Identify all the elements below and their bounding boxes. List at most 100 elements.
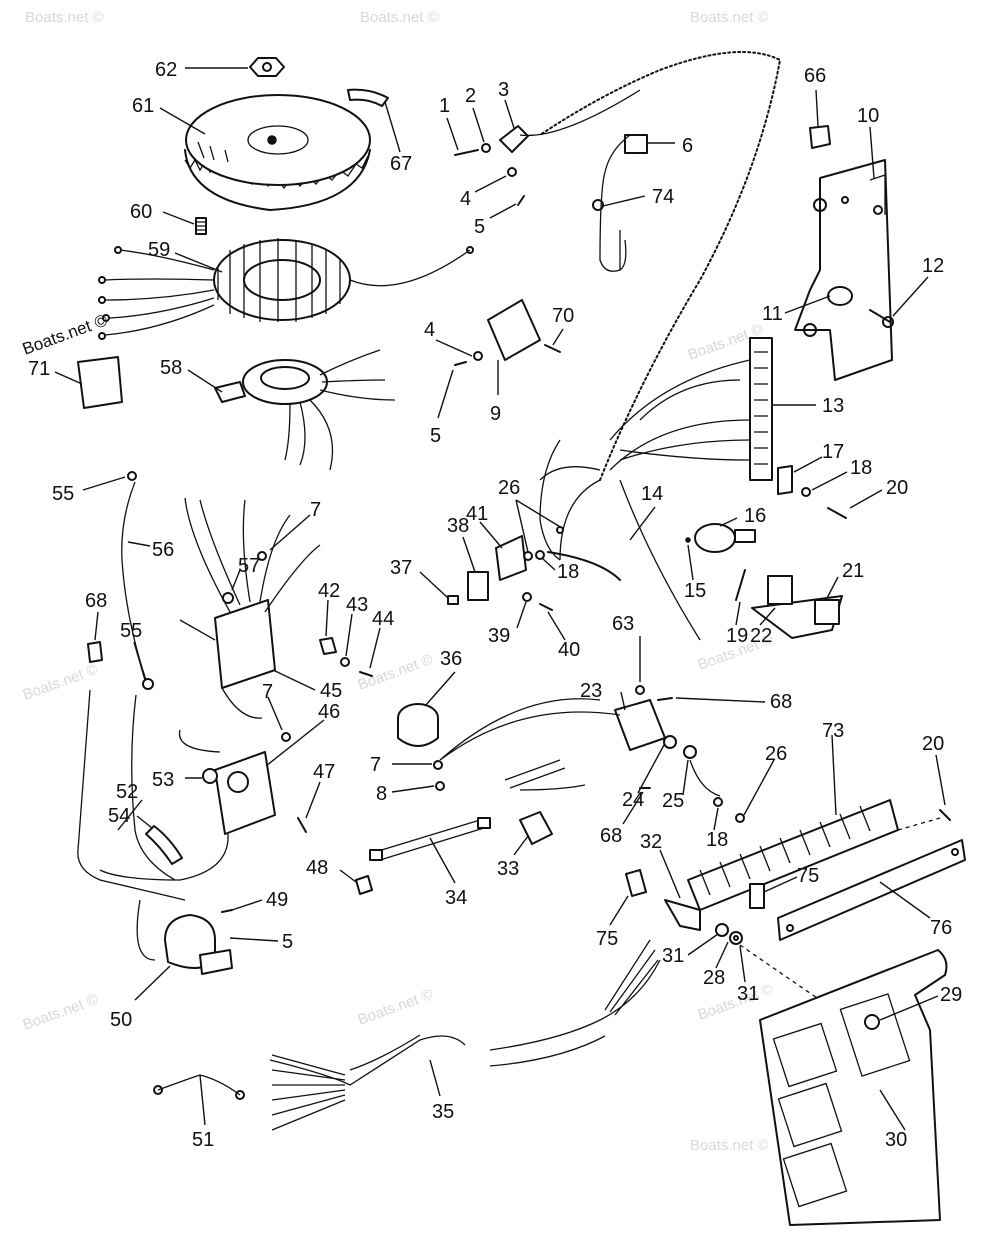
callout-2: 2 xyxy=(465,85,476,107)
callout-63: 63 xyxy=(612,613,634,635)
callout-34: 34 xyxy=(445,887,467,909)
callout-48: 48 xyxy=(306,857,328,879)
callout-73: 73 xyxy=(822,720,844,742)
part-bracket-10 xyxy=(794,159,893,381)
callout-41: 41 xyxy=(466,503,488,525)
callout-67: 67 xyxy=(390,153,412,175)
callout-47: 47 xyxy=(313,761,335,783)
part-condenser-36 xyxy=(397,703,439,747)
part-flywheel-61 xyxy=(184,94,371,211)
callout-59: 59 xyxy=(148,239,170,261)
part-mounting-plate-30 xyxy=(759,949,948,1226)
callout-20: 20 xyxy=(886,477,908,499)
part-switch-41 xyxy=(447,535,553,611)
callout-5: 5 xyxy=(474,216,485,238)
callout-32: 32 xyxy=(640,831,662,853)
callout-18: 18 xyxy=(850,457,872,479)
watermark: Boats.net © xyxy=(356,986,436,1029)
callout-4: 4 xyxy=(460,188,471,210)
part-key-67 xyxy=(347,88,389,107)
watermark: Boats.net © xyxy=(690,9,769,26)
watermark-layer: Boats.net © Boats.net © Boats.net © Boat… xyxy=(20,9,775,1154)
callout-30: 30 xyxy=(885,1129,907,1151)
callout-43: 43 xyxy=(346,594,368,616)
part-harness-35 xyxy=(269,939,661,1131)
part-hardware-17-20 xyxy=(777,465,847,519)
callout-3: 3 xyxy=(498,79,509,101)
callout-13: 13 xyxy=(822,395,844,417)
part-harness-14 xyxy=(539,51,781,641)
callout-7: 7 xyxy=(262,681,273,703)
part-ground-strap-51 xyxy=(153,1074,245,1100)
callout-53: 53 xyxy=(152,769,174,791)
callout-74: 74 xyxy=(652,186,674,208)
callout-4: 4 xyxy=(424,319,435,341)
part-solenoid-23 xyxy=(614,685,697,759)
part-bar-76 xyxy=(777,839,966,941)
part-key-switch-16 xyxy=(685,523,756,601)
part-trigger-58 xyxy=(214,349,396,471)
callout-12: 12 xyxy=(922,255,944,277)
callout-68: 68 xyxy=(85,590,107,612)
callout-16: 16 xyxy=(744,505,766,527)
callout-75: 75 xyxy=(797,865,819,887)
callout-15: 15 xyxy=(684,580,706,602)
callout-42: 42 xyxy=(318,580,340,602)
part-mount-plate-22 xyxy=(751,575,843,639)
callout-26: 26 xyxy=(498,477,520,499)
callout-68: 68 xyxy=(770,691,792,713)
callout-76: 76 xyxy=(930,917,952,939)
callout-60: 60 xyxy=(130,201,152,223)
callout-1: 1 xyxy=(439,95,450,117)
callout-54: 54 xyxy=(108,805,130,827)
part-terminal-block-13 xyxy=(749,337,773,481)
part-nut-62 xyxy=(249,57,285,77)
part-screw-60 xyxy=(195,217,207,235)
callout-28: 28 xyxy=(703,967,725,989)
callout-labels: 62 61 67 60 59 71 58 1 2 3 4 5 6 74 66 1… xyxy=(28,59,962,1151)
watermark: Boats.net © xyxy=(356,651,436,694)
callout-19: 19 xyxy=(726,625,748,647)
leader-lines xyxy=(54,67,946,1131)
callout-31: 31 xyxy=(737,983,759,1005)
callout-45: 45 xyxy=(320,680,342,702)
callout-49: 49 xyxy=(266,889,288,911)
callout-66: 66 xyxy=(804,65,826,87)
callout-21: 21 xyxy=(842,560,864,582)
callout-5: 5 xyxy=(430,425,441,447)
callout-36: 36 xyxy=(440,648,462,670)
callout-44: 44 xyxy=(372,608,394,630)
part-switch-box-45 xyxy=(179,497,321,742)
callout-9: 9 xyxy=(490,403,501,425)
callout-55: 55 xyxy=(120,620,142,642)
part-clip-66 xyxy=(809,125,831,149)
watermark: Boats.net © xyxy=(21,991,101,1034)
callout-5: 5 xyxy=(282,931,293,953)
callout-18: 18 xyxy=(557,561,579,583)
callout-39: 39 xyxy=(488,625,510,647)
callout-52: 52 xyxy=(116,781,138,803)
part-ground-wire-56 xyxy=(121,471,154,690)
part-rectifier-9 xyxy=(454,299,561,366)
part-hardware-1-5 xyxy=(454,89,641,206)
callout-20: 20 xyxy=(922,733,944,755)
watermark: Boats.net © xyxy=(21,661,101,704)
part-clip-75 xyxy=(625,869,765,909)
callout-7: 7 xyxy=(370,754,381,776)
callout-18: 18 xyxy=(706,829,728,851)
part-ignition-coil-46 xyxy=(99,729,307,881)
part-clamp-11 xyxy=(827,286,894,328)
callout-17: 17 xyxy=(822,441,844,463)
callout-50: 50 xyxy=(110,1009,132,1031)
callout-11: 11 xyxy=(762,303,783,325)
callout-70: 70 xyxy=(552,305,574,327)
part-hardware-24-26 xyxy=(639,759,745,823)
callout-35: 35 xyxy=(432,1101,454,1123)
callout-71: 71 xyxy=(28,358,50,380)
part-battery-cable-34 xyxy=(369,759,586,861)
callout-62: 62 xyxy=(155,59,177,81)
callout-55: 55 xyxy=(52,483,74,505)
part-plug-6 xyxy=(592,134,648,272)
